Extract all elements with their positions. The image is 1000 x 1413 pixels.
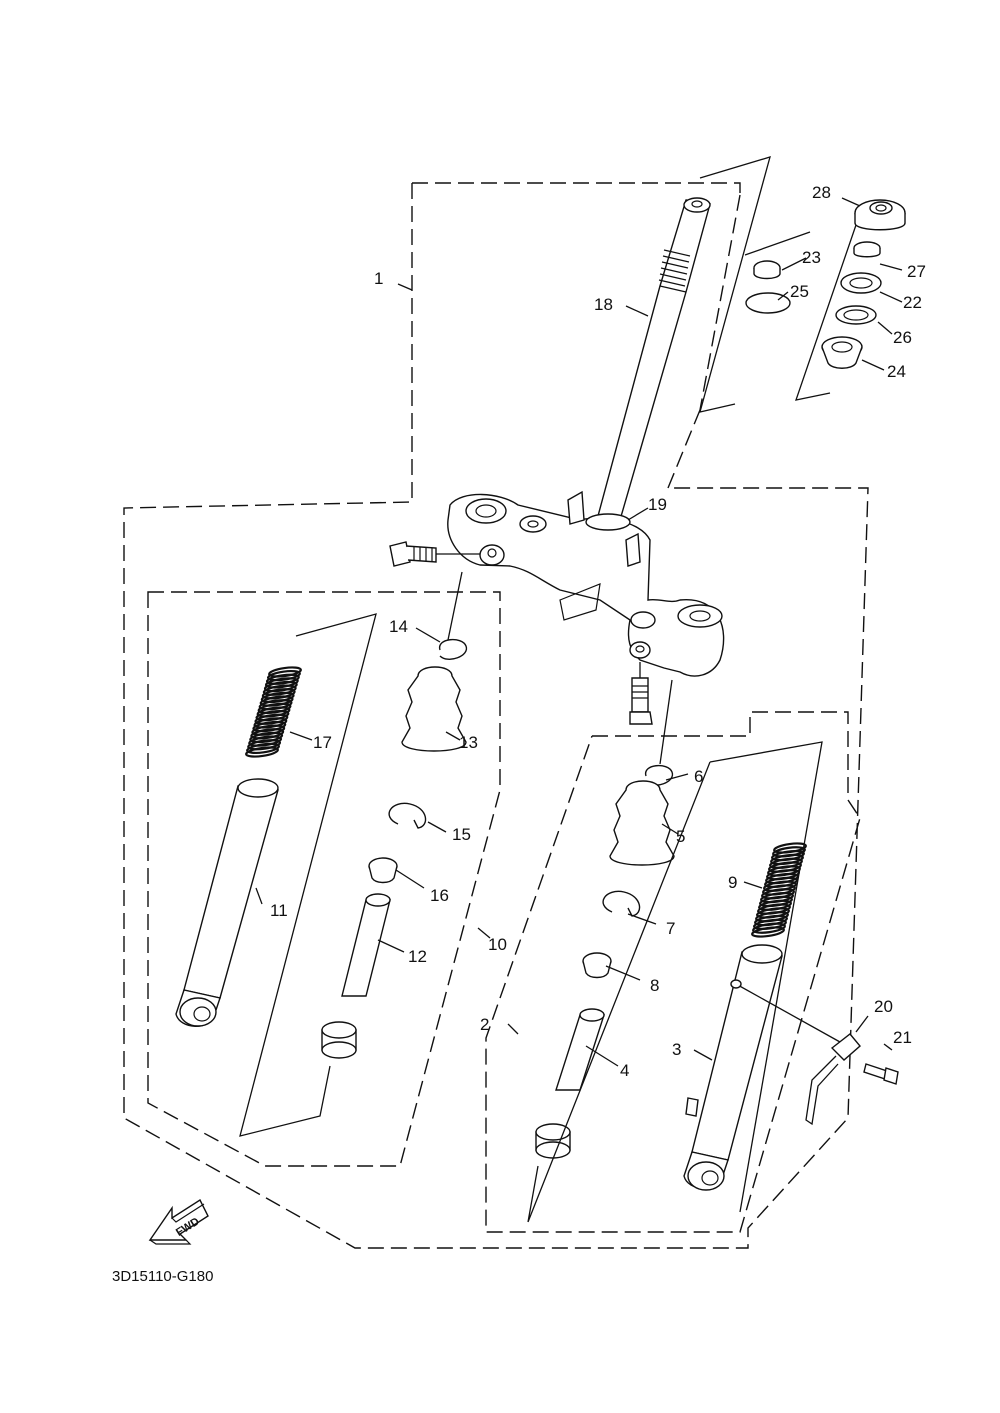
callout-11: 11	[270, 901, 288, 920]
callout-5: 5	[676, 827, 685, 846]
callout-19: 19	[648, 495, 667, 514]
callout-15: 15	[452, 825, 471, 844]
bearing-race-28	[854, 199, 906, 231]
callout-20: 20	[874, 997, 893, 1016]
callout-23: 23	[802, 248, 821, 267]
circlip-14	[439, 571, 468, 660]
callout-3: 3	[672, 1040, 681, 1059]
drawing-code: 3D15110-G180	[112, 1268, 213, 1285]
dust-boot-13	[401, 666, 467, 752]
bolt-21	[863, 1063, 899, 1085]
pinch-bolt-right	[629, 662, 653, 725]
circlip-15	[388, 802, 427, 829]
ball-bearing-25	[745, 292, 791, 314]
outer-tube-11	[175, 778, 279, 1027]
callout-21: 21	[893, 1028, 912, 1047]
callout-25: 25	[790, 282, 809, 301]
fwd-arrow-icon: FWD	[148, 1198, 209, 1245]
circlip-7	[602, 890, 641, 917]
under-bracket	[447, 490, 725, 677]
callout-2: 2	[480, 1015, 489, 1034]
callout-17: 17	[313, 733, 332, 752]
spring-17	[245, 666, 302, 758]
fork-bracket-right	[527, 741, 823, 1223]
callout-13: 13	[459, 733, 478, 752]
spring-coil	[246, 742, 280, 755]
callout-12: 12	[408, 947, 427, 966]
nut-27	[853, 241, 881, 258]
seal-16	[368, 857, 398, 884]
assembly-boundary-2	[485, 711, 861, 1233]
spring-9	[751, 842, 807, 938]
callout-26: 26	[893, 328, 912, 347]
bearing-bracket-right	[795, 224, 857, 401]
callout-1: 1	[374, 269, 383, 288]
race-23	[753, 260, 781, 280]
spring-coil	[752, 922, 786, 934]
circlip-6	[645, 679, 674, 786]
ball-race-22	[840, 272, 882, 294]
ball-bearing-26	[835, 305, 877, 325]
outer-tube-3	[683, 944, 783, 1191]
callout-27: 27	[907, 262, 926, 281]
bearing-bracket-upper	[744, 231, 811, 256]
callout-24: 24	[887, 362, 906, 381]
assembly-boundary-1-upper	[667, 194, 741, 489]
seal-8	[582, 952, 612, 979]
fork-bracket-left	[239, 613, 377, 1137]
callout-10: 10	[488, 935, 507, 954]
callout-18: 18	[594, 295, 613, 314]
spring-coil	[751, 926, 785, 938]
cable-guide-20	[730, 979, 861, 1126]
callout-14: 14	[389, 617, 408, 636]
assembly-boundary-10	[147, 591, 501, 1167]
steering-stem	[597, 197, 711, 521]
ball-race-24	[821, 336, 863, 369]
bushing-left	[321, 1021, 357, 1059]
callout-28: 28	[812, 183, 831, 202]
callout-4: 4	[620, 1061, 629, 1080]
spring-coil	[245, 746, 279, 758]
callout-6: 6	[694, 767, 703, 786]
pinch-bolt-left	[389, 541, 480, 567]
callout-7: 7	[666, 919, 675, 938]
leader-lines	[255, 197, 903, 1067]
assembly-boundary-1	[123, 182, 869, 1249]
callout-8: 8	[650, 976, 659, 995]
inner-tube-12	[341, 893, 391, 997]
callout-22: 22	[903, 293, 922, 312]
stem-bracket	[699, 156, 771, 413]
callout-9: 9	[728, 873, 737, 892]
callout-16: 16	[430, 886, 449, 905]
dust-boot-5	[609, 780, 675, 866]
